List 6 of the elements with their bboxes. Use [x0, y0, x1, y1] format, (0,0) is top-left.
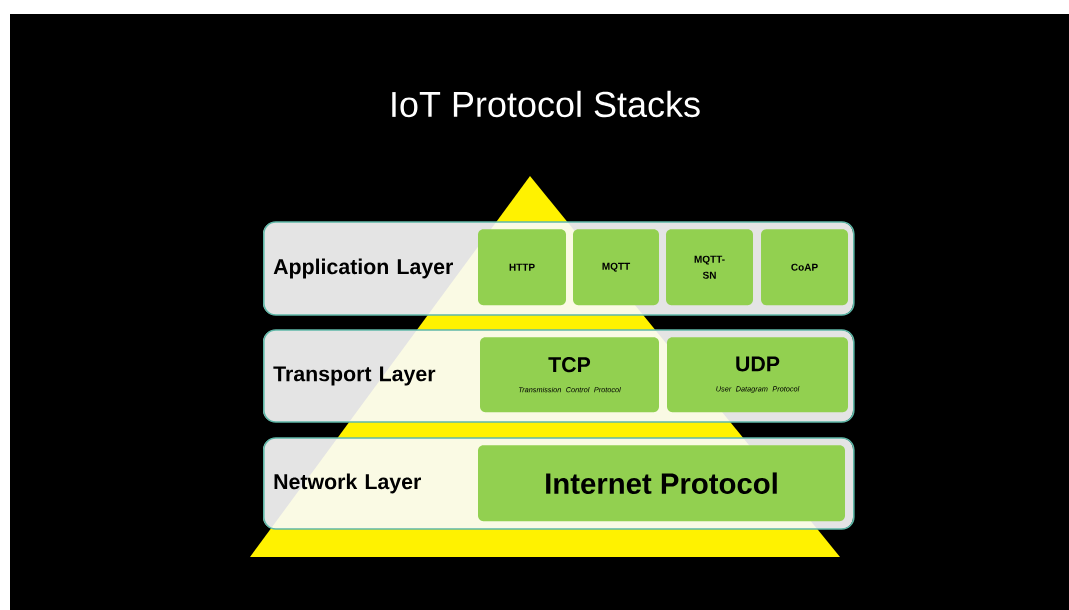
title: IoT Protocol Stacks — [392, 90, 700, 118]
protocol-box: HTTP — [478, 229, 566, 306]
protocol-box: MQTT-SN — [666, 229, 753, 306]
protocol-box: CoAP — [761, 229, 848, 306]
protocol-box: Internet Protocol — [478, 445, 845, 522]
protocol-box: MQTT — [573, 229, 659, 306]
